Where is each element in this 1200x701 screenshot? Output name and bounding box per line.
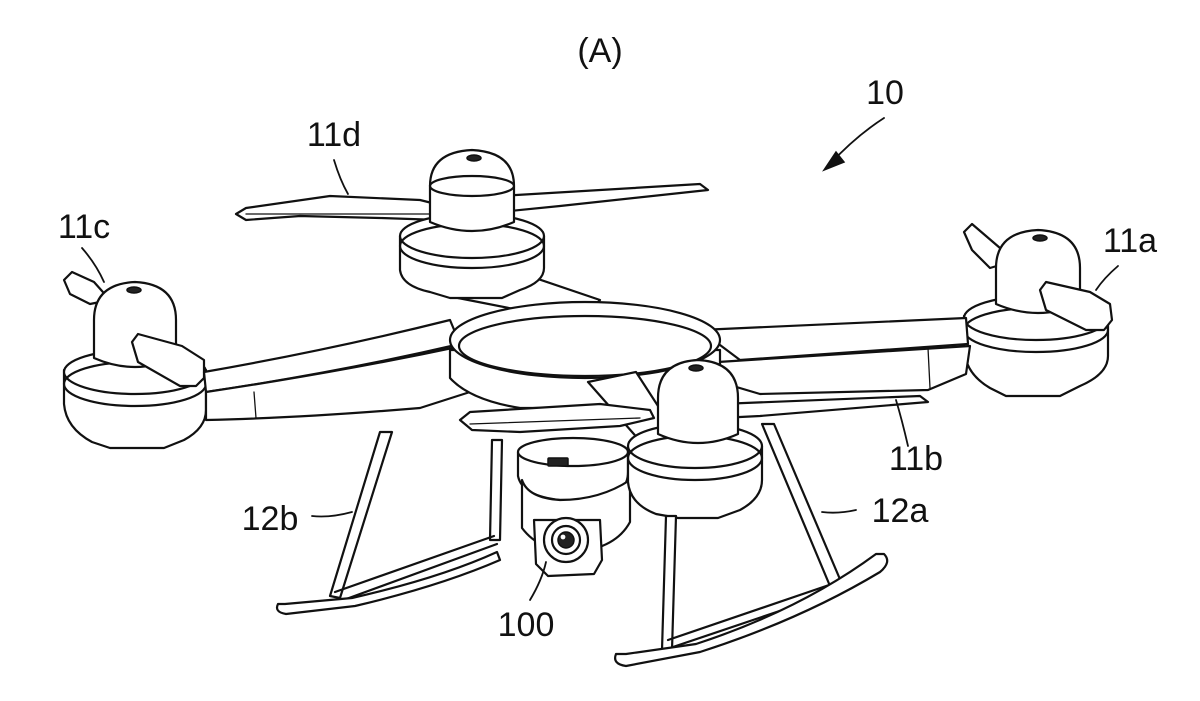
leader-lines (81, 117, 1119, 601)
camera-gimbal-100 (516, 436, 632, 578)
label-10: 10 (866, 74, 904, 112)
label-12a: 12a (872, 492, 929, 530)
landing-gear-front (614, 422, 889, 668)
landing-gear-rear (275, 430, 504, 616)
label-11d: 11d (307, 116, 361, 154)
label-100: 100 (498, 606, 555, 644)
arm-right (698, 316, 972, 396)
leader-11a (1095, 265, 1119, 291)
leader-11d (333, 159, 349, 195)
leader-12b (311, 511, 353, 518)
label-11a: 11a (1103, 222, 1157, 260)
labels: (A) 10 11d 11c 11a 11b 12a 12b 100 (58, 32, 1157, 644)
rotor-11a (962, 222, 1114, 398)
label-11c: 11c (58, 208, 110, 246)
rotor-11d (234, 148, 710, 300)
label-12b: 12b (242, 500, 299, 538)
arrowhead (822, 150, 846, 172)
leader-11b (895, 399, 909, 447)
label-11b: 11b (889, 440, 943, 478)
leader-11c (81, 247, 105, 283)
drone-body (448, 300, 722, 410)
arm-left (202, 318, 472, 422)
leader-12a (821, 509, 857, 514)
panel-label: (A) (577, 32, 622, 70)
rotor-11b (458, 358, 930, 520)
rotor-11c (62, 270, 208, 450)
leader-100 (529, 561, 547, 601)
